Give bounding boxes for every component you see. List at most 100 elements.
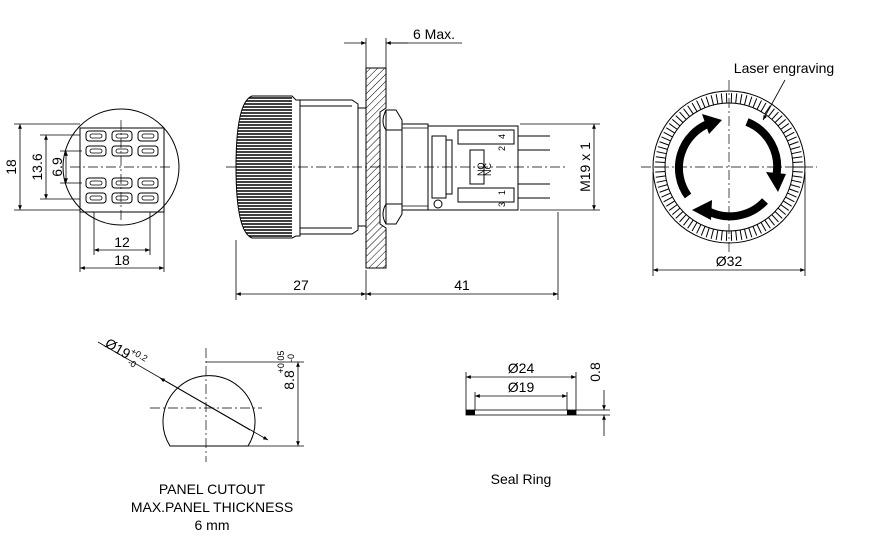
bezel-tooth bbox=[756, 224, 763, 236]
dim-label-thread: M19 x 1 bbox=[577, 142, 593, 192]
terminal-pin bbox=[85, 130, 107, 142]
bezel-tooth bbox=[792, 170, 803, 173]
contact-block: 2 4 1 3 NC NO bbox=[427, 125, 550, 211]
bezel-tooth bbox=[655, 175, 666, 179]
panel-cutout-caption-3: 6 mm bbox=[195, 517, 230, 533]
bezel-tooth bbox=[664, 126, 675, 134]
bezel-tooth bbox=[760, 222, 768, 234]
bezel-tooth bbox=[777, 207, 788, 217]
bezel-tooth bbox=[655, 170, 666, 173]
dim-height-13-6: 13.6 bbox=[29, 134, 80, 200]
bezel-tooth bbox=[764, 103, 772, 115]
terminal-label-no: NO bbox=[476, 163, 486, 177]
bezel-tooth bbox=[695, 224, 702, 236]
terminal-pin bbox=[85, 192, 107, 204]
bezel-tooth bbox=[670, 117, 681, 127]
panel-cutout-caption-2: MAX.PANEL THICKNESS bbox=[131, 499, 293, 515]
bezel-tooth bbox=[705, 227, 710, 240]
bezel-tooth bbox=[715, 93, 719, 105]
bezel-tooth bbox=[791, 150, 803, 155]
bezel-tooth bbox=[783, 200, 794, 208]
terminal-pin-slot bbox=[115, 195, 129, 201]
bezel-tooth bbox=[780, 121, 791, 130]
bezel-tooth bbox=[735, 93, 738, 104]
laser-engraving-label: Laser engraving bbox=[734, 60, 834, 76]
bezel-tooth bbox=[748, 94, 753, 107]
bezel-tooth bbox=[659, 192, 671, 199]
terminal-pin bbox=[111, 130, 133, 142]
terminal-pin-slot bbox=[89, 148, 103, 154]
bezel-tooth bbox=[677, 214, 687, 224]
bezel-tooth bbox=[760, 100, 768, 112]
dim-thread: M19 x 1 bbox=[520, 123, 600, 211]
bezel-tooth bbox=[791, 179, 803, 184]
bezel-tooth bbox=[743, 228, 748, 241]
terminal-pin bbox=[111, 145, 133, 157]
knurled-cap bbox=[235, 95, 301, 239]
dim-label-cutout-flat: 8.8 bbox=[281, 370, 297, 390]
bezel-tooth bbox=[771, 110, 781, 120]
terminal-pin-slot bbox=[115, 133, 129, 139]
terminal-label-4: 4 bbox=[497, 134, 507, 139]
bezel-tooth bbox=[787, 192, 799, 199]
bezel-tooth bbox=[681, 217, 690, 228]
dim-label-dia32: Ø32 bbox=[716, 253, 743, 269]
terminal-pins bbox=[85, 130, 159, 204]
dim-tol-cutout-flat-minus: -0 bbox=[286, 354, 296, 362]
bezel-tooth bbox=[777, 117, 788, 127]
bezel-tooth bbox=[788, 188, 801, 194]
bezel-tooth bbox=[739, 229, 743, 241]
bezel-tooth bbox=[673, 211, 684, 221]
bezel-tooth bbox=[690, 100, 698, 112]
bezel-tooth bbox=[735, 230, 738, 241]
bezel-tooth bbox=[756, 98, 763, 110]
terminal-pin-slot bbox=[141, 195, 155, 201]
dim-label-ring-thick: 0.8 bbox=[587, 362, 603, 382]
dim-label-6-9: 6.9 bbox=[49, 157, 65, 177]
terminal-pin-slot bbox=[89, 180, 103, 186]
bezel-tooth bbox=[720, 230, 723, 241]
dim-label-ring-outer: Ø24 bbox=[508, 360, 535, 376]
dim-tol-cutout-dia-minus: -0 bbox=[126, 357, 138, 370]
terminal-pin bbox=[137, 145, 159, 157]
side-view: 2 4 1 3 NC NO 6 Max. M19 x 1 bbox=[226, 26, 600, 300]
bezel-tooth bbox=[690, 222, 698, 234]
bezel-tooth bbox=[792, 155, 803, 159]
terminal-pin-slot bbox=[141, 148, 155, 154]
bezel-tooth bbox=[790, 145, 803, 150]
terminal-pin-slot bbox=[115, 180, 129, 186]
terminal-pin-slot bbox=[141, 133, 155, 139]
bezel-tooth bbox=[785, 196, 797, 204]
bezel-tooth bbox=[695, 98, 702, 110]
dim-label-ring-inner: Ø19 bbox=[508, 379, 535, 395]
dim-height-6-9: 6.9 bbox=[49, 150, 82, 184]
front-view: Laser engraving Ø32 bbox=[641, 60, 834, 276]
terminal-label-2: 2 bbox=[497, 146, 507, 151]
bezel-tooth bbox=[787, 135, 799, 142]
bezel-tooth bbox=[667, 204, 678, 213]
bezel-tooth bbox=[677, 110, 687, 120]
seal-ring: Ø24 Ø19 0.8 Seal Ring bbox=[465, 360, 610, 487]
bezel-tooth bbox=[661, 130, 673, 138]
bezel-tooth bbox=[659, 135, 671, 142]
bezel-tooth bbox=[792, 175, 803, 179]
panel-cutout-caption-1: PANEL CUTOUT bbox=[159, 481, 266, 497]
bezel-tooth bbox=[655, 145, 668, 150]
terminal-label-nc: NC bbox=[483, 163, 493, 176]
bezel-tooth bbox=[655, 179, 667, 184]
bezel-tooth bbox=[705, 94, 710, 107]
bezel-tooth bbox=[768, 217, 777, 228]
dim-label-41: 41 bbox=[454, 277, 470, 293]
terminal-pin bbox=[137, 130, 159, 142]
terminal-block-view: 18 13.6 6.9 12 18 bbox=[3, 108, 180, 272]
bezel-tooth bbox=[792, 161, 803, 164]
bezel-tooth bbox=[657, 140, 670, 146]
bezel-tooth bbox=[664, 200, 675, 208]
dim-label-6-max: 6 Max. bbox=[413, 26, 455, 42]
terminal-pin-slot bbox=[89, 133, 103, 139]
terminal-pin-slot bbox=[115, 148, 129, 154]
bezel-tooth bbox=[774, 113, 785, 123]
bezel-tooth bbox=[774, 211, 785, 221]
panel-cutout: Ø19 +0.2 -0 8.8 +0.05 -0 PANEL CUTOUT MA… bbox=[97, 335, 304, 533]
bezel-tooth bbox=[681, 106, 690, 117]
